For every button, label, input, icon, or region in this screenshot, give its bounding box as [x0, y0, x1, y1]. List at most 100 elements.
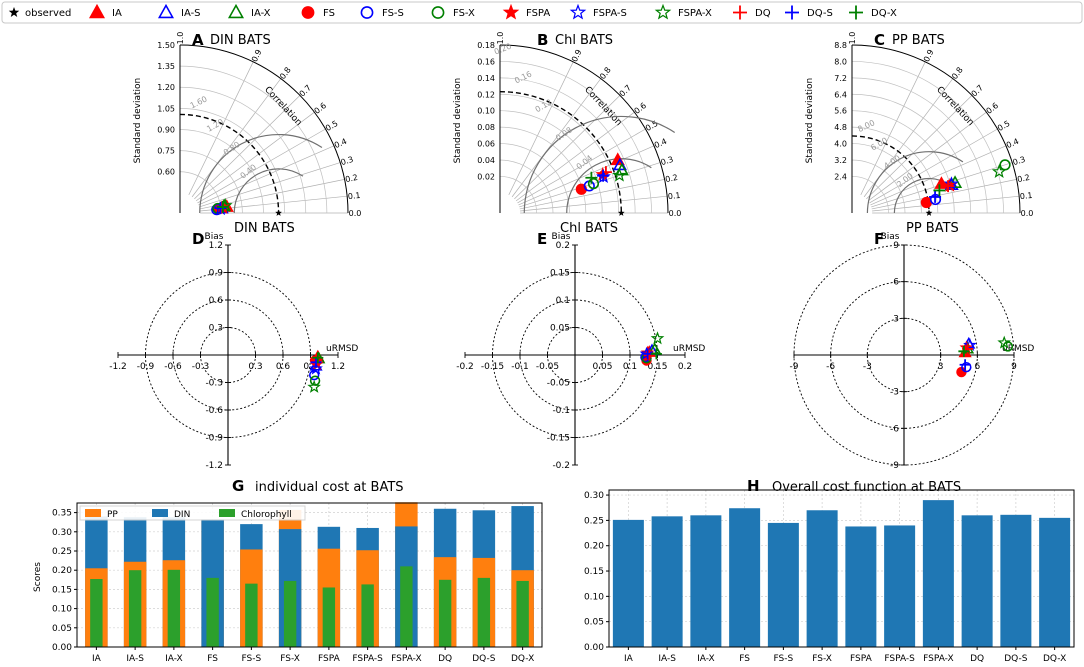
corr-tick-label: 0.4	[653, 137, 668, 150]
observed-reference-point	[617, 209, 625, 216]
y-tick-label: 0.30	[52, 528, 72, 538]
legend-frame	[1, 1, 1083, 24]
legend-marker-ia	[88, 3, 106, 19]
taylor-diagram-pp: 2.43.24.04.85.66.47.28.08.80.00.10.20.30…	[805, 31, 1033, 218]
legend-marker-fspa-x	[654, 3, 672, 20]
x-tick-label: -0.15	[481, 362, 504, 372]
corr-tick-label: 0.5	[996, 119, 1012, 133]
bar-chlorophyll-ia	[90, 579, 103, 647]
y-tick-label: -0.3	[205, 379, 223, 389]
x-tick-label: FSPA-S	[884, 654, 915, 664]
y-tick-label: 0.05	[550, 324, 570, 334]
corr-gridline	[869, 128, 998, 204]
point-dq-x	[312, 352, 324, 364]
x-tick-label: 0.2	[678, 362, 692, 372]
y-tick-label: -3	[890, 388, 899, 398]
bar-fspa	[845, 526, 877, 647]
point-dq-x	[958, 345, 970, 357]
legend-label-fspa: FSPA	[526, 8, 550, 19]
panel-title: Overall cost function at BATS	[772, 480, 961, 495]
y-tick-label: -9	[890, 461, 899, 471]
y-tick-label: -1.2	[205, 461, 223, 471]
x-axis-label: uRMSD	[326, 344, 358, 354]
rmsd-contour	[566, 158, 652, 214]
y-axis-label: Bias	[205, 232, 224, 242]
x-tick-label: FSPA	[850, 654, 873, 664]
bar-ia-s	[651, 516, 683, 647]
std-tick-label: 6.4	[834, 90, 847, 99]
bar-chlorophyll-fspa-s	[361, 584, 374, 647]
y-tick-label: 0.10	[584, 592, 604, 602]
plot-frame	[608, 489, 1075, 648]
corr-gridline	[514, 95, 621, 200]
point-dq-s	[214, 202, 227, 215]
rmsd-contour	[866, 151, 964, 214]
legend-label-fs: FS	[323, 8, 335, 19]
y-tick-label: -0.15	[547, 434, 570, 444]
legend-swatch-din	[152, 509, 168, 517]
y-tick-label: -6	[890, 424, 899, 434]
legend-label-fs-s: FS-S	[382, 8, 404, 19]
legend-marker-ia-s	[157, 3, 175, 19]
point-fspa-x	[307, 379, 322, 393]
legend-swatch-chlorophyll	[219, 509, 235, 517]
corr-gridline	[517, 128, 646, 204]
std-tick-label: 4.0	[834, 140, 847, 149]
corr-tick-label: 0.0	[349, 209, 362, 218]
point-fspa-x	[991, 164, 1007, 178]
corr-gridline	[866, 95, 973, 200]
rmsd-label: 0.40	[239, 163, 259, 181]
corr-tick-label: 0.8	[278, 66, 293, 82]
rmsd-label: 1.20	[205, 117, 225, 134]
bar-chlorophyll-dq-s	[477, 577, 491, 647]
corr-tick-label: 1.0	[848, 32, 857, 45]
bar-dq-x	[1039, 517, 1071, 647]
rmsd-label: 0.04	[575, 153, 595, 171]
corr-tick-label: 0.5	[324, 119, 340, 133]
x-tick-label: FSPA	[318, 654, 341, 664]
panel-letter: C	[874, 31, 885, 49]
x-tick-label: 0.3	[248, 362, 262, 372]
y-tick-label: -0.6	[205, 406, 223, 416]
bar-fspa-x	[922, 500, 954, 647]
x-tick-label: -9	[790, 362, 799, 372]
y-tick-label: 0.05	[584, 618, 604, 628]
corr-tick-label: 0.3	[1012, 155, 1027, 167]
legend-label-ia-s: IA-S	[181, 8, 201, 19]
x-tick-label: IA	[624, 654, 634, 664]
corr-gridline	[188, 61, 254, 196]
corr-tick-label: 0.4	[1005, 137, 1020, 150]
legend-label-din: DIN	[174, 510, 190, 520]
x-tick-label: DQ	[970, 654, 984, 664]
panel-title: individual cost at BATS	[255, 480, 404, 495]
corr-tick-label: 0.1	[1019, 191, 1033, 201]
rmsd-label: 0.16	[513, 70, 533, 86]
y-tick-label: -0.9	[205, 434, 223, 444]
x-tick-label: IA-X	[697, 654, 715, 664]
point-dq-x	[216, 200, 229, 213]
corr-tick-label: 0.7	[298, 83, 313, 98]
bar-dq-s	[1000, 514, 1032, 647]
rmsd-label: 4.00	[882, 153, 902, 170]
corr-tick-label: 1.0	[496, 32, 505, 45]
corr-tick-label: 0.2	[664, 173, 678, 184]
outer-arc	[179, 44, 349, 214]
std-tick-label: 1.50	[157, 41, 175, 50]
std-gridline	[499, 176, 537, 214]
std-gridline	[499, 143, 570, 214]
x-tick-label: -6	[826, 362, 835, 372]
y-tick-label: 0.20	[584, 542, 604, 552]
x-tick-label: 0.6	[276, 362, 291, 372]
y-tick-label: 0.00	[52, 643, 72, 653]
legend-label-fspa-x: FSPA-X	[678, 8, 712, 19]
corr-gridline	[520, 195, 668, 212]
legend-label-fspa-s: FSPA-S	[593, 8, 627, 19]
y-tick-label: -0.1	[552, 406, 570, 416]
std-tick-label: 0.06	[477, 140, 495, 149]
legend-label-chlorophyll: Chlorophyll	[241, 510, 292, 520]
rmsd-label: 1.60	[189, 94, 209, 110]
std-gridline	[499, 61, 652, 214]
corr-gridline	[860, 61, 926, 196]
